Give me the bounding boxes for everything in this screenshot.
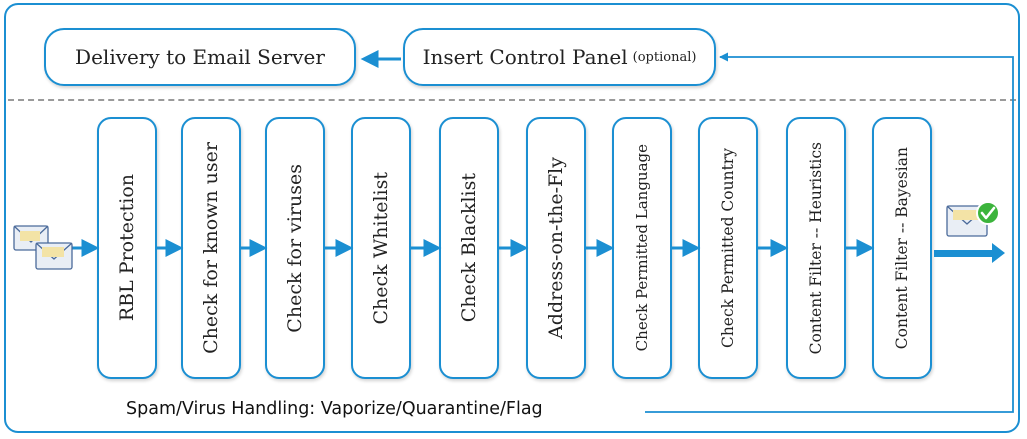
output-arrow bbox=[934, 243, 1005, 263]
control-panel-label: Insert Control Panel bbox=[422, 45, 628, 69]
control-panel-box: Insert Control Panel(optional) bbox=[403, 28, 716, 86]
incoming-envelopes-icon bbox=[13, 225, 73, 270]
stage-permitted-language: Check Permitted Language bbox=[612, 117, 672, 379]
feedback-line bbox=[645, 52, 1014, 413]
stage-permitted-country: Check Permitted Country bbox=[698, 117, 758, 379]
stage-blacklist: Check Blacklist bbox=[439, 117, 499, 379]
stage-rbl-protection: RBL Protection bbox=[97, 117, 157, 379]
stage-whitelist: Check Whitelist bbox=[351, 117, 411, 379]
control-panel-note: (optional) bbox=[632, 49, 697, 65]
stage-viruses: Check for viruses bbox=[265, 117, 325, 379]
delivery-label: Delivery to Email Server bbox=[75, 45, 325, 69]
delivery-box: Delivery to Email Server bbox=[44, 28, 356, 86]
diagram-frame bbox=[4, 3, 1020, 433]
section-divider bbox=[8, 99, 1016, 101]
approved-envelope-icon bbox=[946, 201, 1000, 237]
spam-handling-label: Spam/Virus Handling: Vaporize/Quarantine… bbox=[126, 399, 549, 419]
